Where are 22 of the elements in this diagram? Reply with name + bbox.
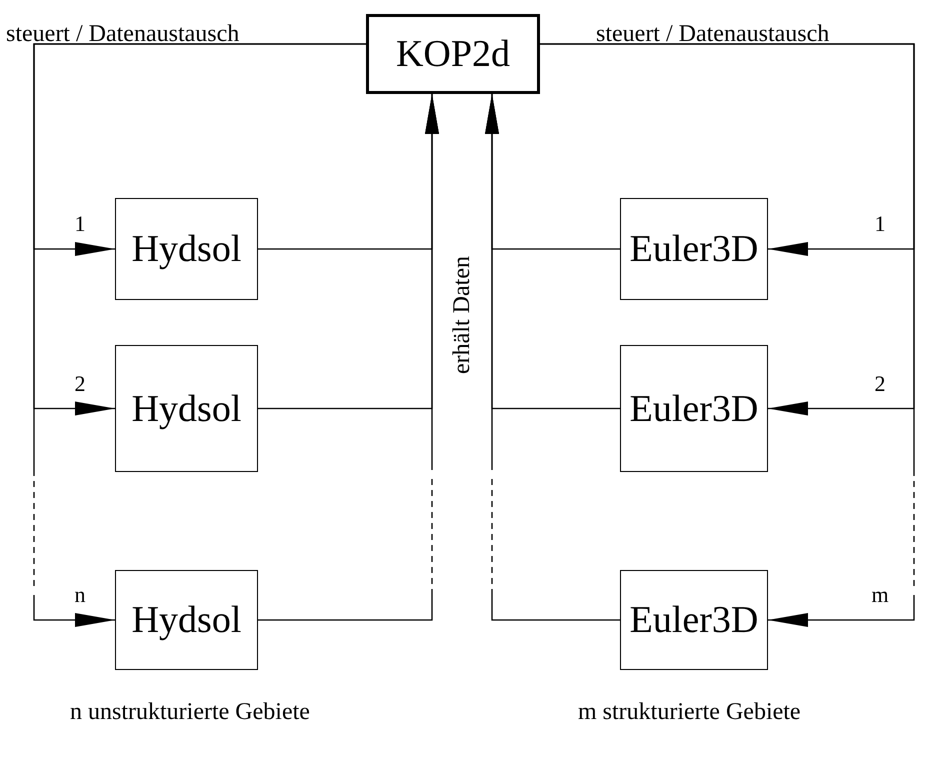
caption-text: steuert / Datenaustausch	[6, 22, 240, 46]
process-box	[115, 345, 258, 472]
process-box	[620, 198, 768, 300]
caption-text: m strukturierte Gebiete	[578, 700, 801, 724]
box-label: Euler3D	[630, 227, 758, 271]
box-label: Hydsol	[132, 227, 242, 271]
caption-text: steuert / Datenaustausch	[596, 22, 830, 46]
process-box	[115, 198, 258, 300]
box-label: Euler3D	[630, 386, 758, 430]
arrow	[258, 94, 439, 621]
process-box	[366, 14, 540, 94]
box-label: Euler3D	[630, 598, 758, 642]
arrow	[33, 43, 366, 627]
process-box	[620, 570, 768, 670]
box-label: Hydsol	[132, 598, 242, 642]
caption-text: n unstrukturierte Gebiete	[70, 700, 310, 724]
box-label: KOP2d	[396, 32, 510, 76]
arrow	[485, 94, 620, 621]
process-box	[620, 345, 768, 472]
process-box	[115, 570, 258, 670]
box-label: Hydsol	[132, 386, 242, 430]
arrow	[540, 43, 915, 627]
